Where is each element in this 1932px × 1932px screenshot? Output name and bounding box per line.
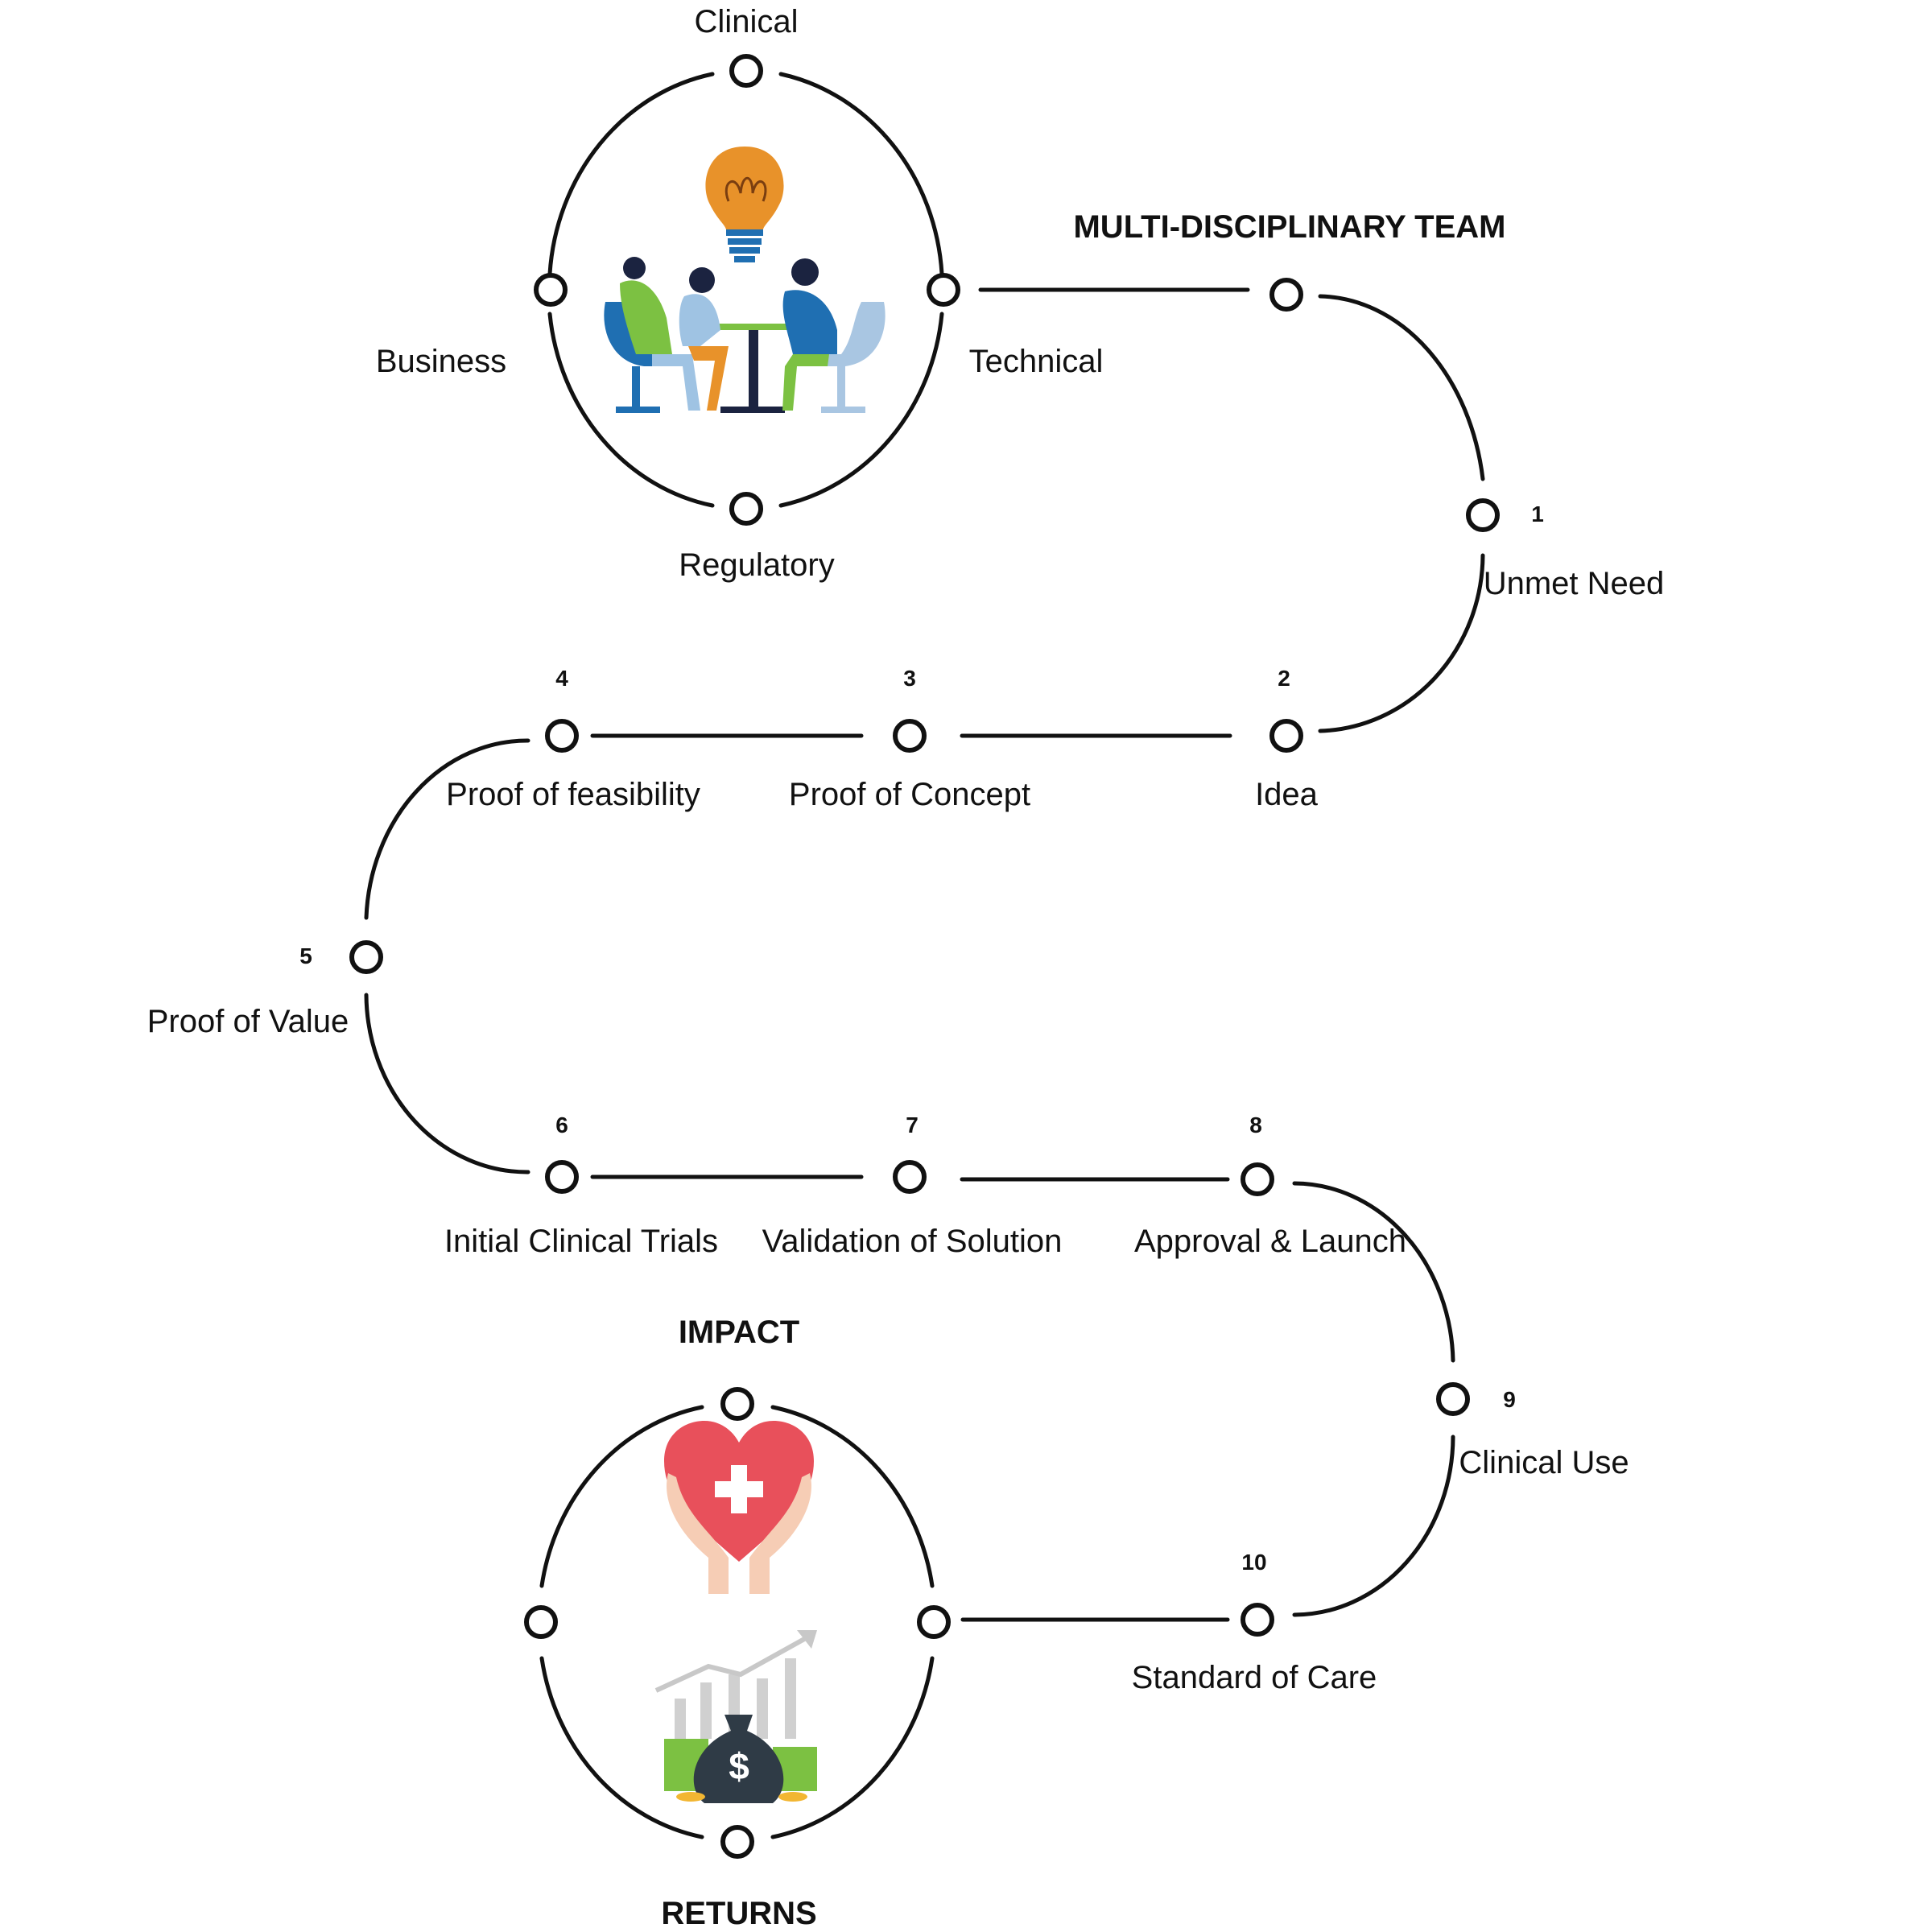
- arc-1-to-2: [1318, 553, 1485, 733]
- outcome-impact-heading: IMPACT: [679, 1315, 799, 1350]
- person-middle: [679, 267, 729, 411]
- step-9-number: 9: [1503, 1387, 1516, 1412]
- node-team-exit: [1269, 278, 1303, 312]
- heart-hands-icon: [664, 1421, 814, 1594]
- node-outcome-left: [524, 1605, 558, 1639]
- step-7-label: Validation of Solution: [762, 1224, 1063, 1259]
- node-step-6: [545, 1160, 579, 1194]
- node-step-10: [1241, 1603, 1274, 1637]
- lightbulb-icon: [705, 147, 784, 262]
- step-2-number: 2: [1278, 666, 1290, 691]
- node-step-7: [893, 1160, 927, 1194]
- node-outcome-right: [917, 1605, 951, 1639]
- node-step-9: [1436, 1382, 1470, 1416]
- step-6-number: 6: [555, 1113, 568, 1137]
- node-step-5: [349, 940, 383, 974]
- arc-5-to-6: [364, 993, 530, 1174]
- node-step-2: [1269, 719, 1303, 753]
- step-3-number: 3: [903, 666, 916, 691]
- pathway-nodes: [349, 54, 1500, 1859]
- node-regulatory: [729, 492, 763, 526]
- discipline-clinical: Clinical: [695, 4, 799, 39]
- team-heading: MULTI-DISCIPLINARY TEAM: [1073, 209, 1505, 245]
- node-business: [534, 273, 568, 307]
- labels: Clinical Business Technical Regulatory M…: [147, 4, 1665, 1931]
- step-7-number: 7: [906, 1113, 919, 1137]
- step-1-label: Unmet Need: [1484, 566, 1665, 601]
- node-returns: [720, 1825, 754, 1859]
- step-1-number: 1: [1531, 502, 1544, 526]
- step-4-number: 4: [555, 666, 568, 691]
- step-5-label: Proof of Value: [147, 1004, 349, 1039]
- node-step-3: [893, 719, 927, 753]
- step-9-label: Clinical Use: [1459, 1445, 1629, 1480]
- team-meeting-illustration: [604, 147, 886, 413]
- arc-8-to-9: [1292, 1181, 1455, 1363]
- step-5-number: 5: [299, 943, 312, 968]
- node-step-8: [1241, 1162, 1274, 1196]
- team-circle-arc: [547, 72, 944, 508]
- money-growth-icon: $: [654, 1630, 817, 1803]
- step-2-label: Idea: [1255, 777, 1319, 812]
- node-impact: [720, 1387, 754, 1421]
- person-left: [604, 257, 700, 413]
- step-8-label: Approval & Launch: [1134, 1224, 1406, 1259]
- node-step-1: [1466, 498, 1500, 532]
- svg-text:$: $: [729, 1745, 749, 1787]
- discipline-business: Business: [376, 344, 506, 379]
- pathway-lines: [364, 72, 1485, 1839]
- step-8-number: 8: [1249, 1113, 1262, 1137]
- step-10-label: Standard of Care: [1132, 1660, 1377, 1695]
- person-right: [782, 258, 886, 413]
- step-3-label: Proof of Concept: [789, 777, 1030, 812]
- outcome-returns-heading: RETURNS: [661, 1896, 816, 1931]
- arc-top-to-1: [1318, 294, 1485, 481]
- outcome-circle-arc: [539, 1405, 935, 1839]
- arc-4-to-5: [364, 738, 530, 920]
- step-4-label: Proof of feasibility: [446, 777, 700, 812]
- node-step-4: [545, 719, 579, 753]
- node-clinical: [729, 54, 763, 88]
- arc-9-to-10: [1292, 1435, 1455, 1617]
- step-10-number: 10: [1241, 1550, 1266, 1575]
- discipline-regulatory: Regulatory: [679, 547, 834, 583]
- step-6-label: Initial Clinical Trials: [444, 1224, 718, 1259]
- discipline-technical: Technical: [969, 344, 1104, 379]
- node-technical: [927, 273, 960, 307]
